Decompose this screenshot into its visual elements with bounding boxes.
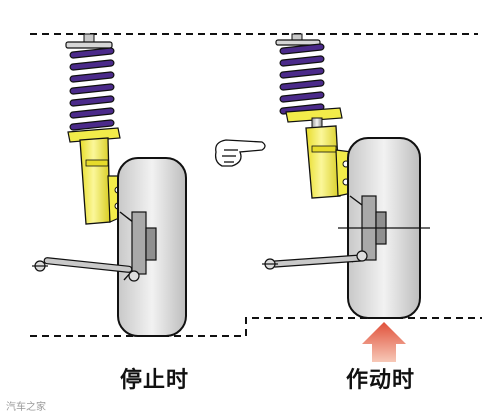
caption-active: 作动时: [346, 368, 416, 393]
wheel-active: [338, 137, 430, 319]
coil-spring-icon: [69, 47, 115, 131]
caption-stopped: 停止时: [120, 368, 190, 393]
pointing-hand-icon: [214, 139, 266, 167]
watermark: 汽车之家: [6, 402, 46, 413]
wheel-stopped: [117, 157, 187, 337]
coil-spring-icon: [279, 43, 325, 115]
up-arrow-icon: [362, 322, 406, 362]
strut-assembly-active: [275, 33, 357, 199]
control-arm-active: [262, 250, 368, 270]
control-arm-stopped: [32, 257, 140, 282]
ground-reference-line: [30, 317, 482, 337]
